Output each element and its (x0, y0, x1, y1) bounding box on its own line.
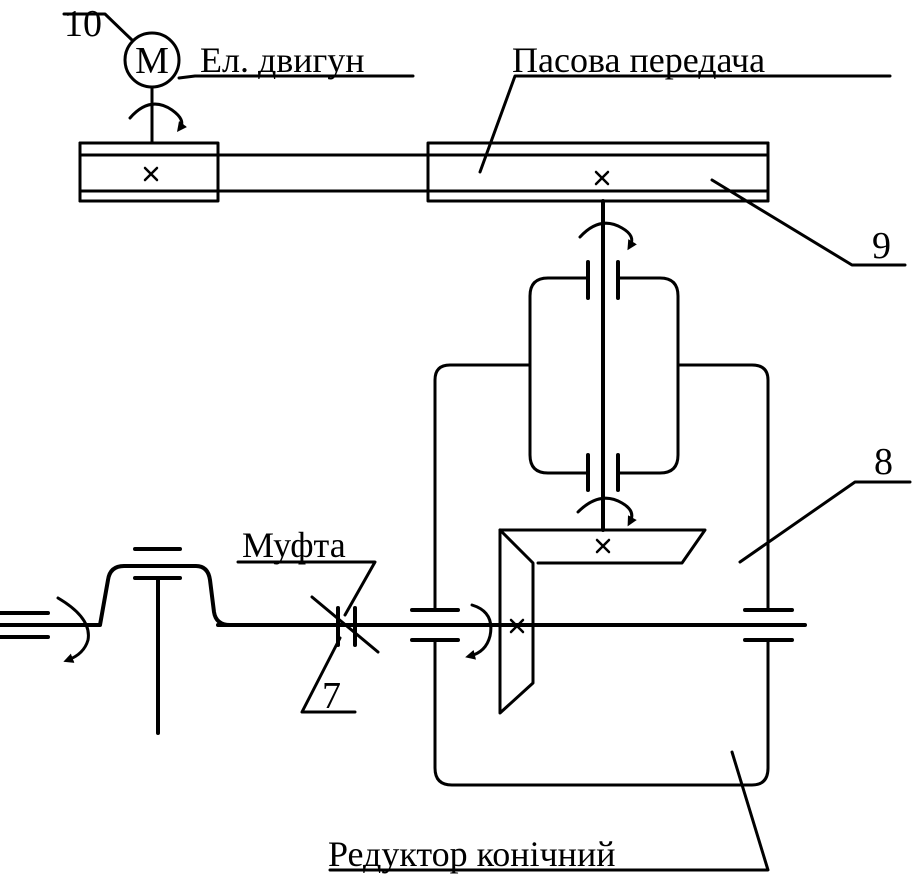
vertical-shaft (576, 199, 637, 532)
bevel-reducer: 8 Редуктор конічний (216, 276, 912, 874)
coupling-number: 7 (322, 675, 341, 717)
motor-number: 10 (64, 3, 102, 45)
belt-drive: Пасова передача 9 (78, 40, 907, 267)
input-shaft (0, 547, 332, 735)
reducer-number: 8 (874, 441, 893, 483)
motor-symbol: M (135, 40, 169, 82)
reducer-label: Редуктор конічний (328, 834, 615, 874)
coupling-label: Муфта (242, 525, 346, 565)
coupling: Муфта 7 (236, 525, 380, 717)
motor-label: Ел. двигун (200, 40, 365, 80)
electric-motor: M 10 Ел. двигун (62, 3, 415, 145)
belt-number: 9 (872, 225, 891, 267)
belt-label: Пасова передача (512, 40, 765, 80)
